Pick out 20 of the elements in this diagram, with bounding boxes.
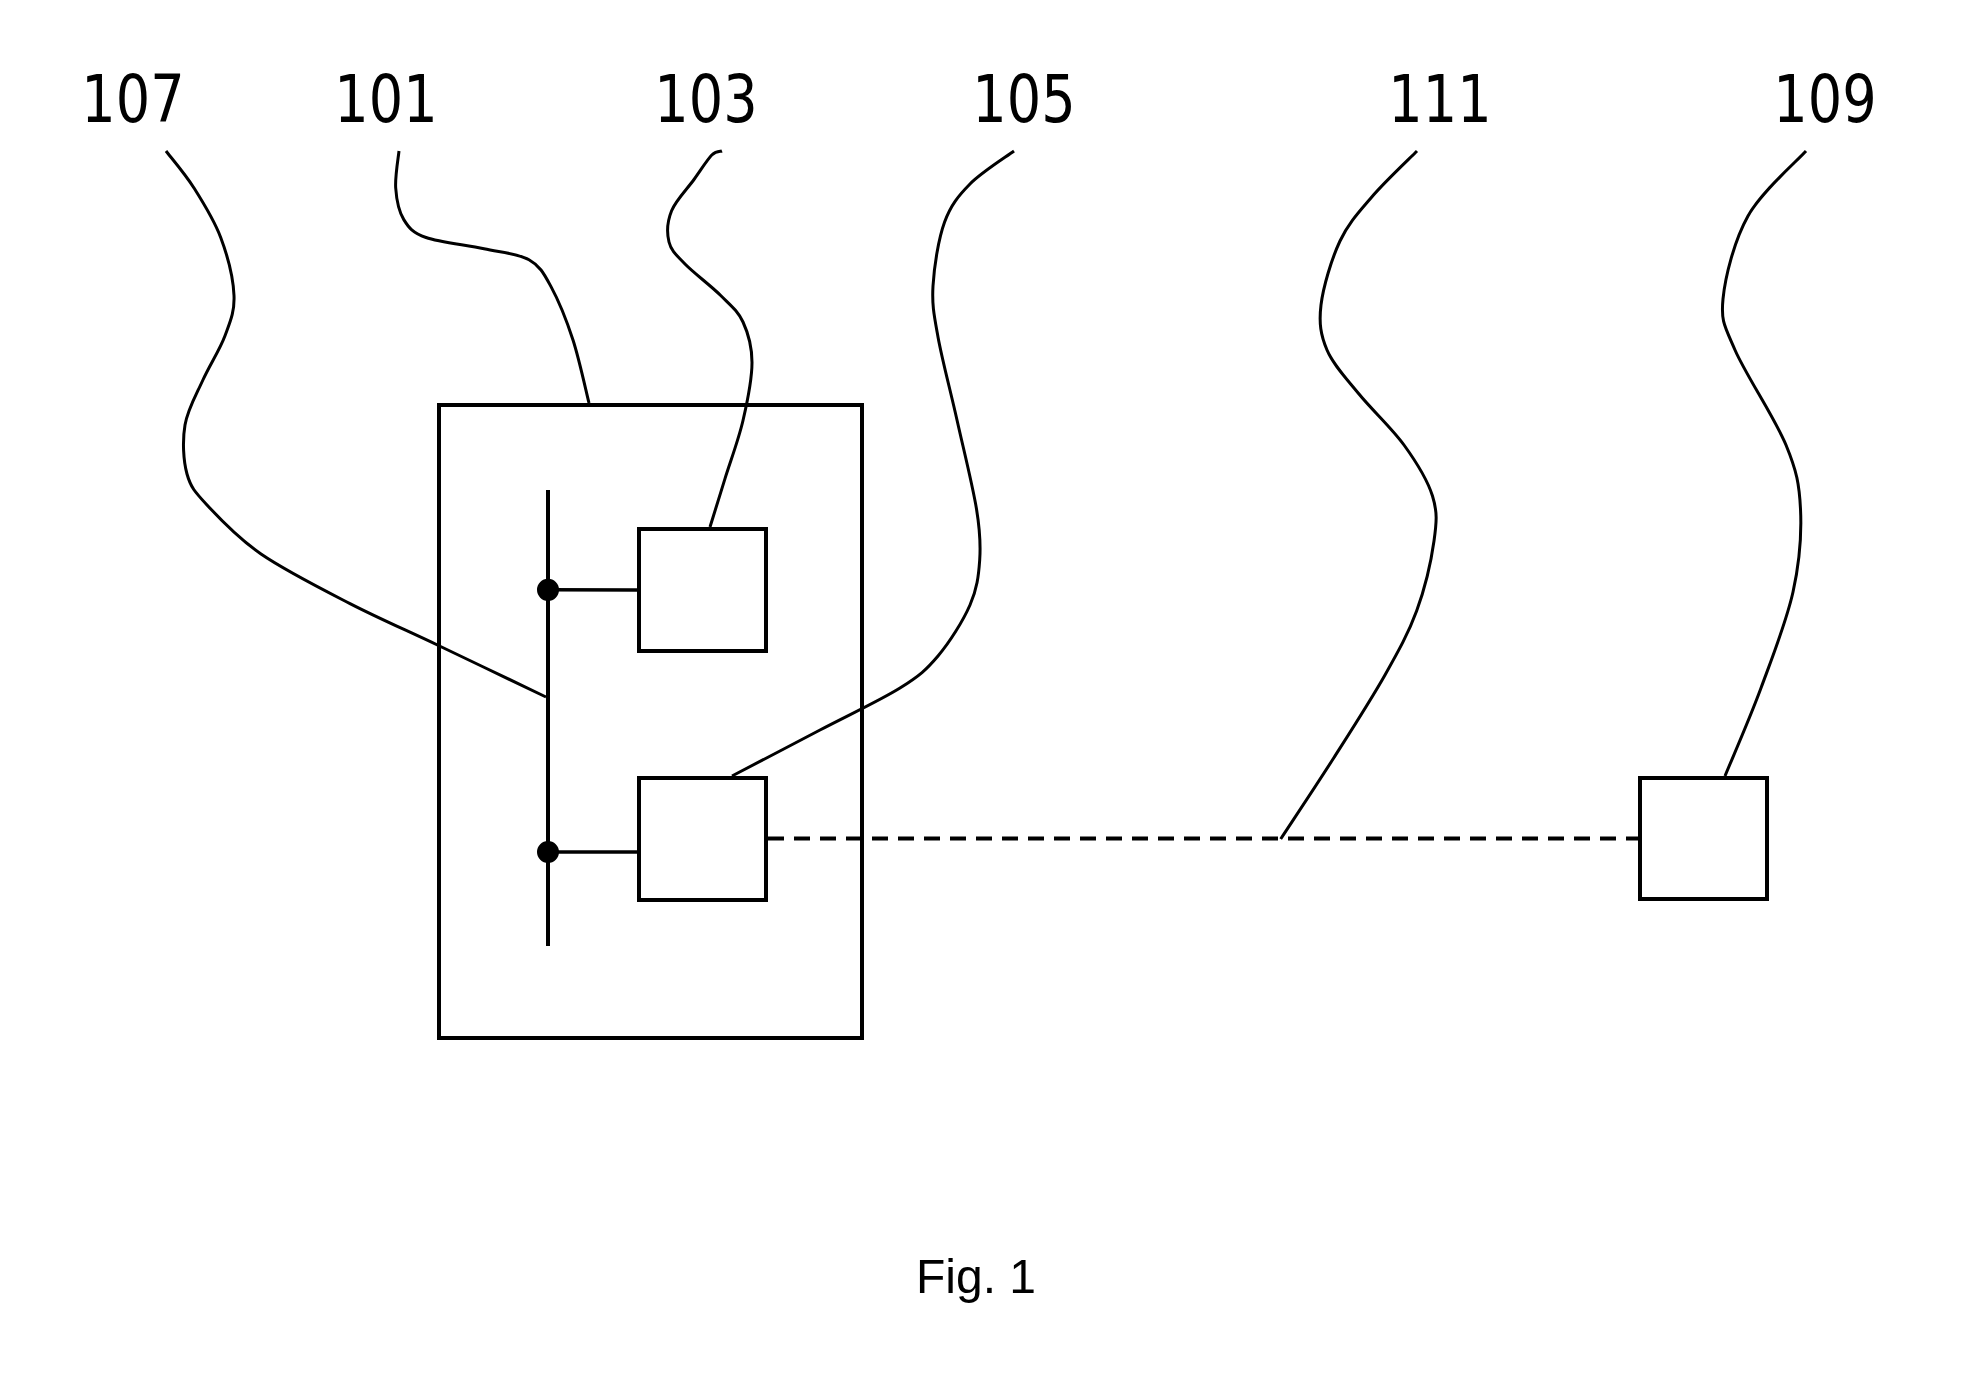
- callout-number: 105: [972, 67, 1076, 133]
- square-box: [637, 776, 768, 902]
- square-box: [637, 527, 768, 653]
- figure-caption: Fig. 1: [916, 1253, 1036, 1301]
- callout-number: 109: [1773, 67, 1877, 133]
- outer-box: [437, 403, 864, 1040]
- callout-number: 111: [1388, 67, 1492, 133]
- square-box: [1638, 776, 1769, 901]
- connector-line: [537, 841, 637, 864]
- callout-number: 103: [654, 67, 758, 133]
- callout-number: 101: [334, 67, 438, 133]
- leader-line: [394, 150, 591, 404]
- dashed-link: [768, 836, 1638, 841]
- connector-line: [537, 578, 637, 601]
- leader-line: [666, 149, 754, 528]
- leader-line: [731, 149, 1015, 778]
- leader-line: [164, 150, 547, 699]
- leader-line: [1279, 149, 1438, 840]
- leader-line: [1720, 149, 1808, 777]
- callout-number: 107: [81, 67, 185, 133]
